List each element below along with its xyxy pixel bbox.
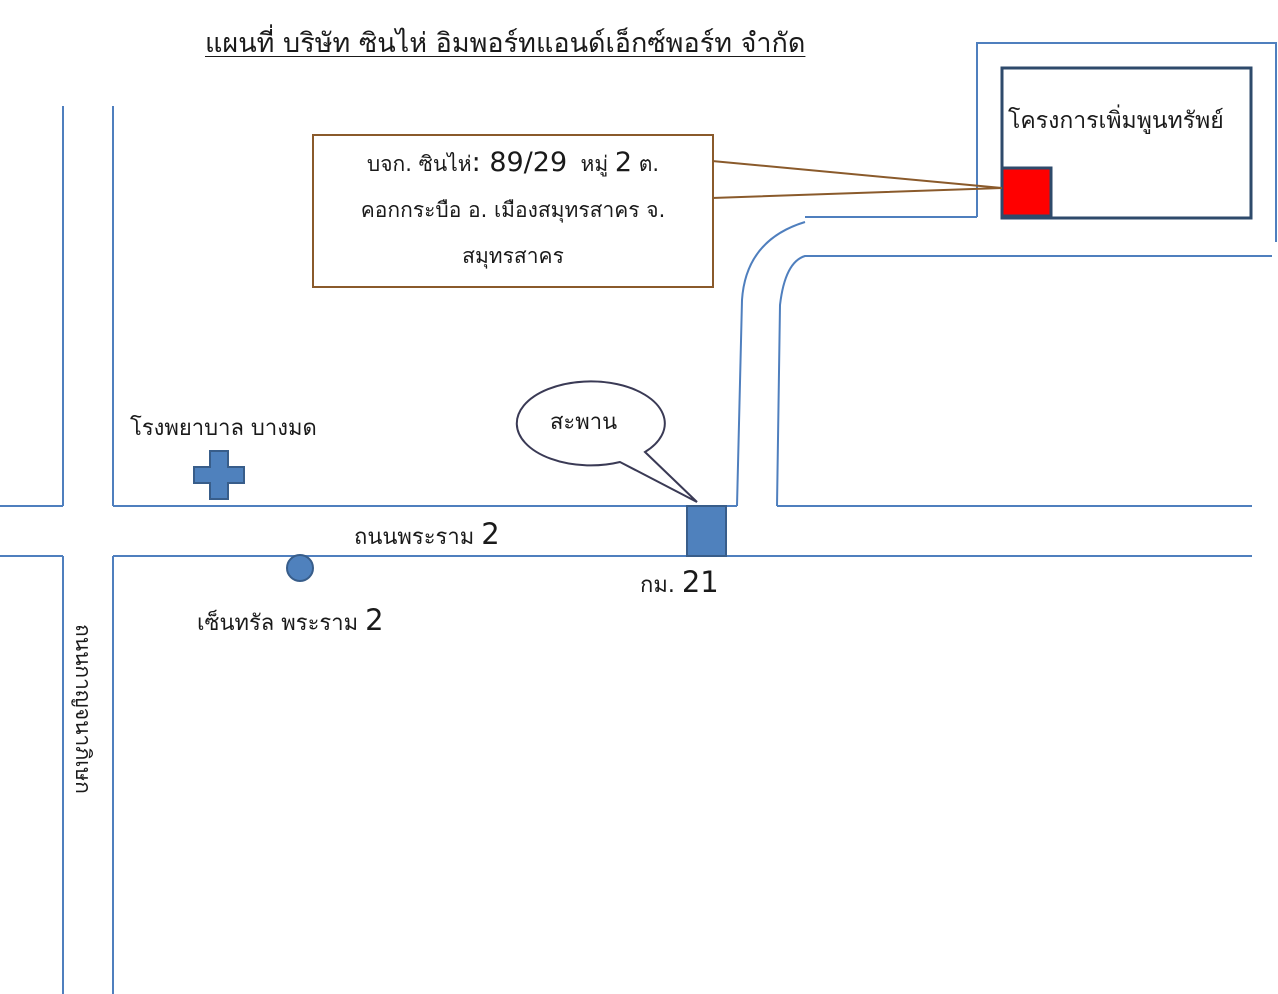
address-line-2: คอกกระบือ อ. เมืองสมุทรสาคร จ. — [360, 198, 666, 222]
hospital-cross-icon — [193, 450, 245, 500]
km-marker-icon — [686, 505, 727, 557]
km-text: กม. — [640, 573, 675, 598]
hospital-label: โรงพยาบาล บางมด — [130, 416, 317, 441]
rama2-road-number: 2 — [481, 517, 500, 551]
central-label: เซ็นทรัล พระราม 2 — [197, 606, 384, 635]
side-road-left-edge — [736, 221, 806, 507]
address-callout: บจก. ซินไห่: 89/29 หมู่ 2 ต. คอกกระบือ อ… — [312, 134, 714, 288]
km-number: 21 — [681, 565, 719, 599]
company-location-icon — [1000, 166, 1053, 218]
bridge-label: สะพาน — [550, 410, 618, 435]
address-moo-label: หมู่ — [580, 152, 609, 176]
address-line-1: บจก. ซินไห่: 89/29 หมู่ 2 ต. — [314, 140, 712, 187]
address-tambon-prefix: ต. — [638, 152, 660, 176]
rama2-road-text: ถนนพระราม — [354, 525, 475, 550]
project-area-outline — [976, 42, 1277, 242]
project-building — [1000, 66, 1253, 220]
address-moo-number: 2 — [614, 147, 633, 178]
callout-pointer — [711, 160, 1003, 199]
central-number: 2 — [365, 603, 384, 637]
central-text: เซ็นทรัล พระราม — [197, 611, 359, 636]
address-number: : 89/29 — [471, 147, 568, 178]
rama2-road-label: ถนนพระราม 2 — [354, 520, 500, 549]
side-road-right-edge — [776, 255, 1272, 507]
address-line-3: สมุทรสาคร — [462, 244, 564, 268]
km-label: กม. 21 — [640, 568, 719, 597]
central-circle-icon — [286, 554, 314, 582]
page-title: แผนที่ บริษัท ซินไห่ อิมพอร์ทแอนด์เอ็กซ์… — [205, 28, 806, 59]
bridge-bubble — [515, 380, 698, 503]
kanchana-road-label: ถนนกาญจนาภิเษก — [71, 624, 95, 794]
address-company-name: บจก. ซินไห่ — [366, 152, 472, 176]
project-label: โครงการเพิ่มพูนทรัพย์ — [1008, 108, 1224, 134]
